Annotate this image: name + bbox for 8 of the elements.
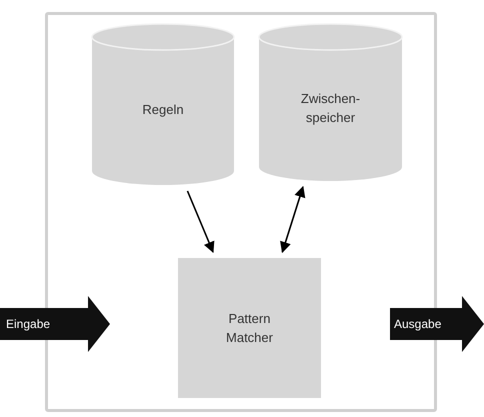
node-label: Ausgabe [394, 316, 442, 333]
arrow [280, 186, 306, 254]
process-box [178, 258, 321, 398]
arrow [186, 190, 214, 254]
node-label: Pattern Matcher [225, 310, 274, 347]
node-label: Zwischen-speicher [300, 90, 362, 127]
node-label: Regeln [141, 101, 185, 120]
node-label: Eingabe [6, 316, 50, 333]
